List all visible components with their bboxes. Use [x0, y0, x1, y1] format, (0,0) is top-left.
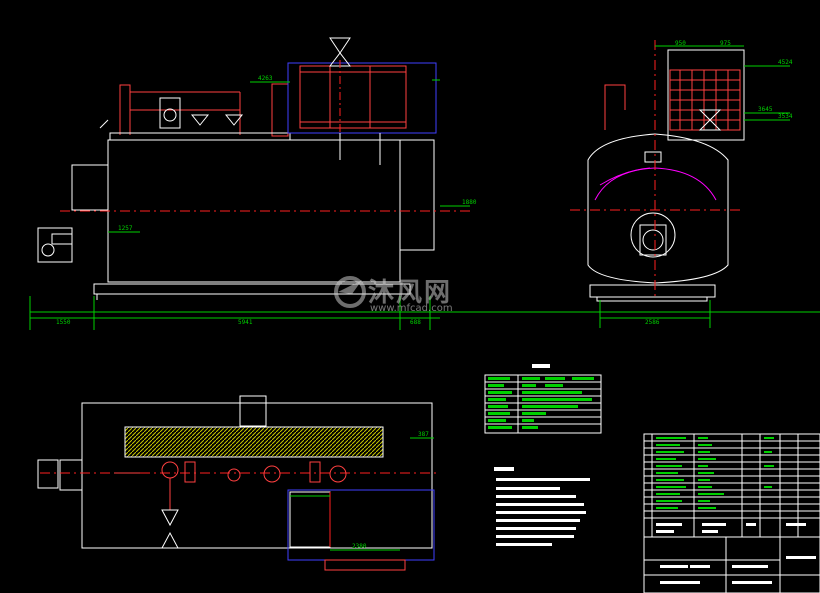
watermark-url: www.mfcad.com — [370, 303, 453, 314]
economizer-frame — [287, 62, 437, 134]
dim-label: 975 — [720, 40, 731, 47]
dim-label: 1880 — [462, 199, 477, 206]
dim-label: 3534 — [778, 113, 793, 120]
economizer-hatch — [124, 426, 384, 458]
furnace-door — [630, 212, 676, 258]
dim-label: 2586 — [645, 319, 660, 326]
side-economizer — [667, 49, 745, 141]
dim-label: 1257 — [118, 225, 133, 232]
watermark-brand: 沐风网 — [368, 278, 453, 308]
notes-block — [494, 467, 590, 546]
dim-label: 1550 — [56, 319, 71, 326]
watermark: 沐风网 www.mfcad.com — [330, 272, 500, 316]
tech-data-table — [484, 364, 602, 434]
plan-view — [37, 395, 440, 571]
parts-list — [643, 433, 820, 593]
dim-label: 4263 — [258, 75, 273, 82]
burner — [37, 227, 73, 263]
front-elevation — [29, 37, 820, 330]
dim-label: 2380 — [352, 543, 367, 550]
dim-label: 3645 — [758, 106, 773, 113]
watermark-logo-icon — [334, 276, 366, 308]
dim-label: 4524 — [778, 59, 793, 66]
base-skid — [93, 283, 411, 295]
side-elevation — [570, 40, 790, 328]
dim-label: 387 — [418, 431, 429, 438]
dim-label: 5941 — [238, 319, 253, 326]
boiler-end-shell — [587, 133, 729, 284]
dim-label: 950 — [675, 40, 686, 47]
dim-label: 688 — [410, 319, 421, 326]
